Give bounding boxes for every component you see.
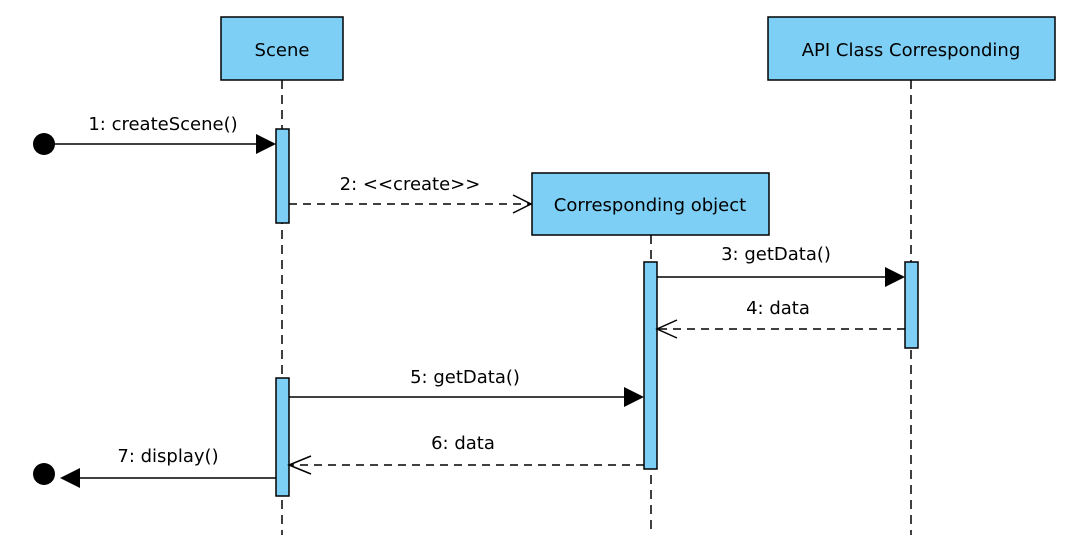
message-3-label: 3: getData() — [721, 244, 831, 265]
message-4: 4: data — [655, 298, 905, 339]
participant-api-class-label: API Class Corresponding — [802, 40, 1021, 61]
participant-corresponding-object-label: Corresponding object — [554, 195, 746, 216]
open-arrowhead — [655, 319, 678, 339]
message-5-label: 5: getData() — [410, 367, 520, 388]
filled-arrowhead — [885, 267, 905, 287]
message-2: 2: <<create>> — [289, 174, 533, 214]
filled-arrowhead — [624, 387, 644, 407]
filled-arrowhead — [256, 134, 276, 154]
message-6: 6: data — [287, 433, 644, 475]
participant-api-class[interactable]: API Class Corresponding — [767, 16, 1056, 81]
message-6-label: 6: data — [431, 433, 495, 454]
message-7-label: 7: display() — [117, 446, 218, 467]
activation-scene-2 — [275, 377, 290, 497]
lost-message-dot — [33, 463, 55, 485]
message-3: 3: getData() — [657, 244, 905, 287]
activation-scene-1 — [275, 128, 290, 224]
participant-corresponding-object[interactable]: Corresponding object — [531, 172, 770, 236]
open-arrowhead — [287, 455, 312, 475]
participant-scene[interactable]: Scene — [220, 16, 344, 81]
message-7: 7: display() — [33, 446, 276, 488]
activation-api-class — [904, 261, 919, 349]
participant-scene-label: Scene — [255, 40, 310, 61]
message-5: 5: getData() — [289, 367, 644, 407]
activation-corresponding-object — [643, 261, 658, 470]
message-2-label: 2: <<create>> — [340, 174, 481, 195]
message-1-label: 1: createScene() — [88, 114, 237, 135]
filled-arrowhead — [60, 468, 80, 488]
message-1: 1: createScene() — [33, 114, 276, 155]
open-arrowhead — [512, 194, 533, 214]
message-4-label: 4: data — [746, 298, 810, 319]
